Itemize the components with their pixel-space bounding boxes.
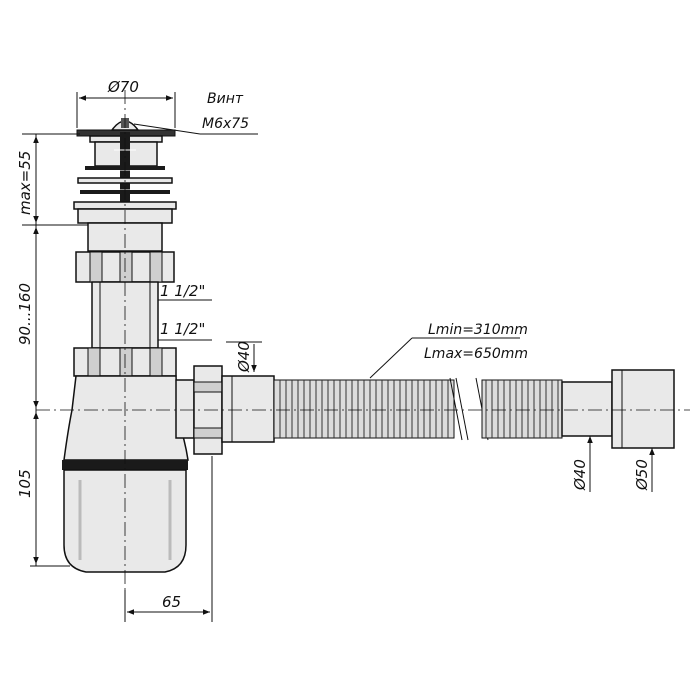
screw-note: Винт M6x75 <box>133 91 258 135</box>
corrugated-hose-right <box>475 377 563 441</box>
hose-lmax-label: Lmax=650mm <box>424 346 528 362</box>
hose-length-note: Lmin=310mm Lmax=650mm <box>369 322 528 379</box>
hose-end-inner-label: Ø40 <box>571 459 589 491</box>
bottle-body <box>62 375 189 573</box>
dimension-hose-end: Ø40 Ø50 <box>571 436 655 492</box>
hose-end-coupling <box>561 369 675 449</box>
dimension-top-diameter: Ø70 <box>76 78 176 128</box>
hose-lmin-label: Lmin=310mm <box>428 322 528 338</box>
thread-lower-label: 1 1/2" <box>160 320 205 338</box>
dimension-outlet-diameter: Ø40 <box>226 341 262 373</box>
hose-end-outer-label: Ø50 <box>633 459 651 491</box>
top-diameter-label: Ø70 <box>107 78 139 96</box>
corrugated-hose-left <box>273 377 469 441</box>
thread-callouts: 1 1/2" 1 1/2" <box>157 282 212 341</box>
thread-upper-label: 1 1/2" <box>160 282 205 300</box>
screw-title-label: Винт <box>207 91 244 107</box>
screw-size-label: M6x75 <box>202 116 249 132</box>
dimension-offset-width: 65 <box>124 456 213 622</box>
height-bottom-label: 105 <box>16 469 34 498</box>
height-range-label: 90...160 <box>16 283 34 345</box>
outlet-diameter-label: Ø40 <box>235 341 253 373</box>
dimension-left-chain: max=55 90...160 105 <box>16 133 88 567</box>
axis-lines <box>36 90 690 620</box>
offset-width-label: 65 <box>162 593 181 611</box>
max-height-label: max=55 <box>16 151 34 215</box>
